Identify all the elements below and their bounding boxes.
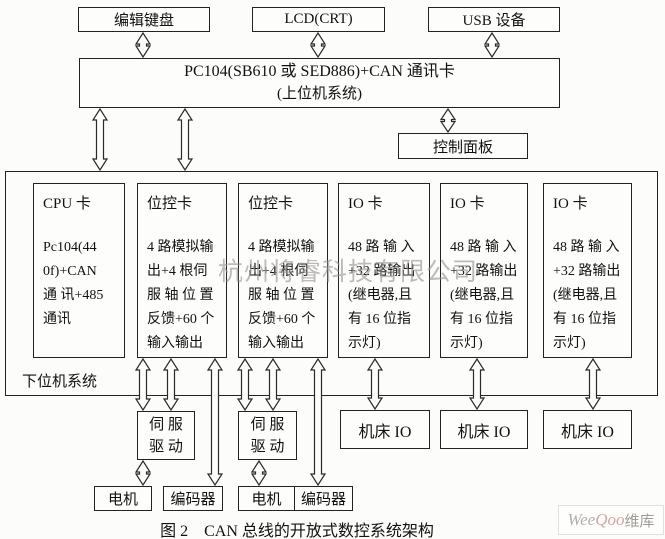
card-title: 位控卡 (147, 196, 193, 212)
box-servo-drive-2: 伺 服 驱 动 (238, 411, 297, 460)
box-lcd-crt: LCD(CRT) (252, 7, 385, 32)
card-body: 48 路 输 入 +32 路输出 (继电器,且 有 16 位指 示灯) (348, 240, 416, 351)
lower-system-label: 下位机系统 (22, 374, 98, 390)
card-title: 位控卡 (248, 196, 294, 212)
weeqoo-watermark-part1: Wee (567, 510, 596, 529)
box-control-panel: 控制面板 (398, 133, 528, 159)
card-io-1: IO 卡 48 路 输 入 +32 路输出 (继电器,且 有 16 位指 示灯) (338, 183, 430, 358)
double-arrow (91, 107, 109, 172)
box-edit-keyboard: 编辑键盘 (78, 7, 210, 32)
box-lower-system (5, 171, 658, 396)
card-title: IO 卡 (553, 196, 588, 212)
box-machine-io-1: 机床 IO (340, 410, 430, 449)
card-body: 4 路模拟输 出+4 根伺 服 轴 位 置 反馈+60 个 输入输出 (248, 240, 316, 351)
box-encoder-1: 编码器 (163, 486, 223, 511)
card-cpu: CPU 卡 Pc104(44 0f)+CAN 通 讯+485 通讯 (33, 183, 125, 358)
weeqoo-watermark-part3: 维库 (624, 513, 655, 530)
double-arrow (309, 31, 327, 59)
card-io-2: IO 卡 48 路 输 入 +32 路输出 (继电器,且 有 16 位指 示灯) (440, 183, 528, 358)
double-arrow (250, 459, 268, 487)
card-body: 48 路 输 入 +32 路输出 (继电器,且 有 16 位指 示灯) (553, 240, 621, 351)
double-arrow (176, 107, 194, 172)
box-usb-device: USB 设备 (428, 7, 560, 32)
card-position-control-1: 位控卡 4 路模拟输 出+4 根伺 服 轴 位 置 反馈+60 个 输入输出 (137, 183, 227, 358)
weeqoo-watermark-part2: Qoo (595, 510, 625, 529)
figure-caption: 图 2 CAN 总线的开放式数控系统架构 (160, 523, 434, 539)
card-title: IO 卡 (450, 196, 485, 212)
card-body: 48 路 输 入 +32 路输出 (继电器,且 有 16 位指 示灯) (450, 240, 518, 351)
box-motor-2: 电机 (238, 486, 295, 511)
card-io-3: IO 卡 48 路 输 入 +32 路输出 (继电器,且 有 16 位指 示灯) (543, 183, 632, 358)
box-motor-1: 电机 (94, 486, 152, 511)
box-host-system: PC104(SB610 或 SED886)+CAN 通讯卡 (上位机系统) (79, 58, 560, 108)
card-body: 4 路模拟输 出+4 根伺 服 轴 位 置 反馈+60 个 输入输出 (147, 240, 215, 351)
card-title: CPU 卡 (43, 196, 91, 212)
host-line1: PC104(SB610 或 SED886)+CAN 通讯卡 (184, 63, 455, 80)
double-arrow (134, 31, 152, 59)
card-position-control-2: 位控卡 4 路模拟输 出+4 根伺 服 轴 位 置 反馈+60 个 输入输出 (238, 183, 328, 358)
double-arrow (439, 107, 457, 134)
box-encoder-2: 编码器 (294, 486, 353, 511)
box-machine-io-2: 机床 IO (440, 410, 528, 449)
box-machine-io-3: 机床 IO (543, 410, 632, 449)
double-arrow (483, 31, 501, 59)
box-servo-drive-1: 伺 服 驱 动 (137, 411, 195, 460)
card-body: Pc104(44 0f)+CAN 通 讯+485 通讯 (43, 240, 104, 327)
card-title: IO 卡 (348, 196, 383, 212)
host-line2: (上位机系统) (277, 86, 362, 102)
double-arrow (134, 459, 152, 487)
